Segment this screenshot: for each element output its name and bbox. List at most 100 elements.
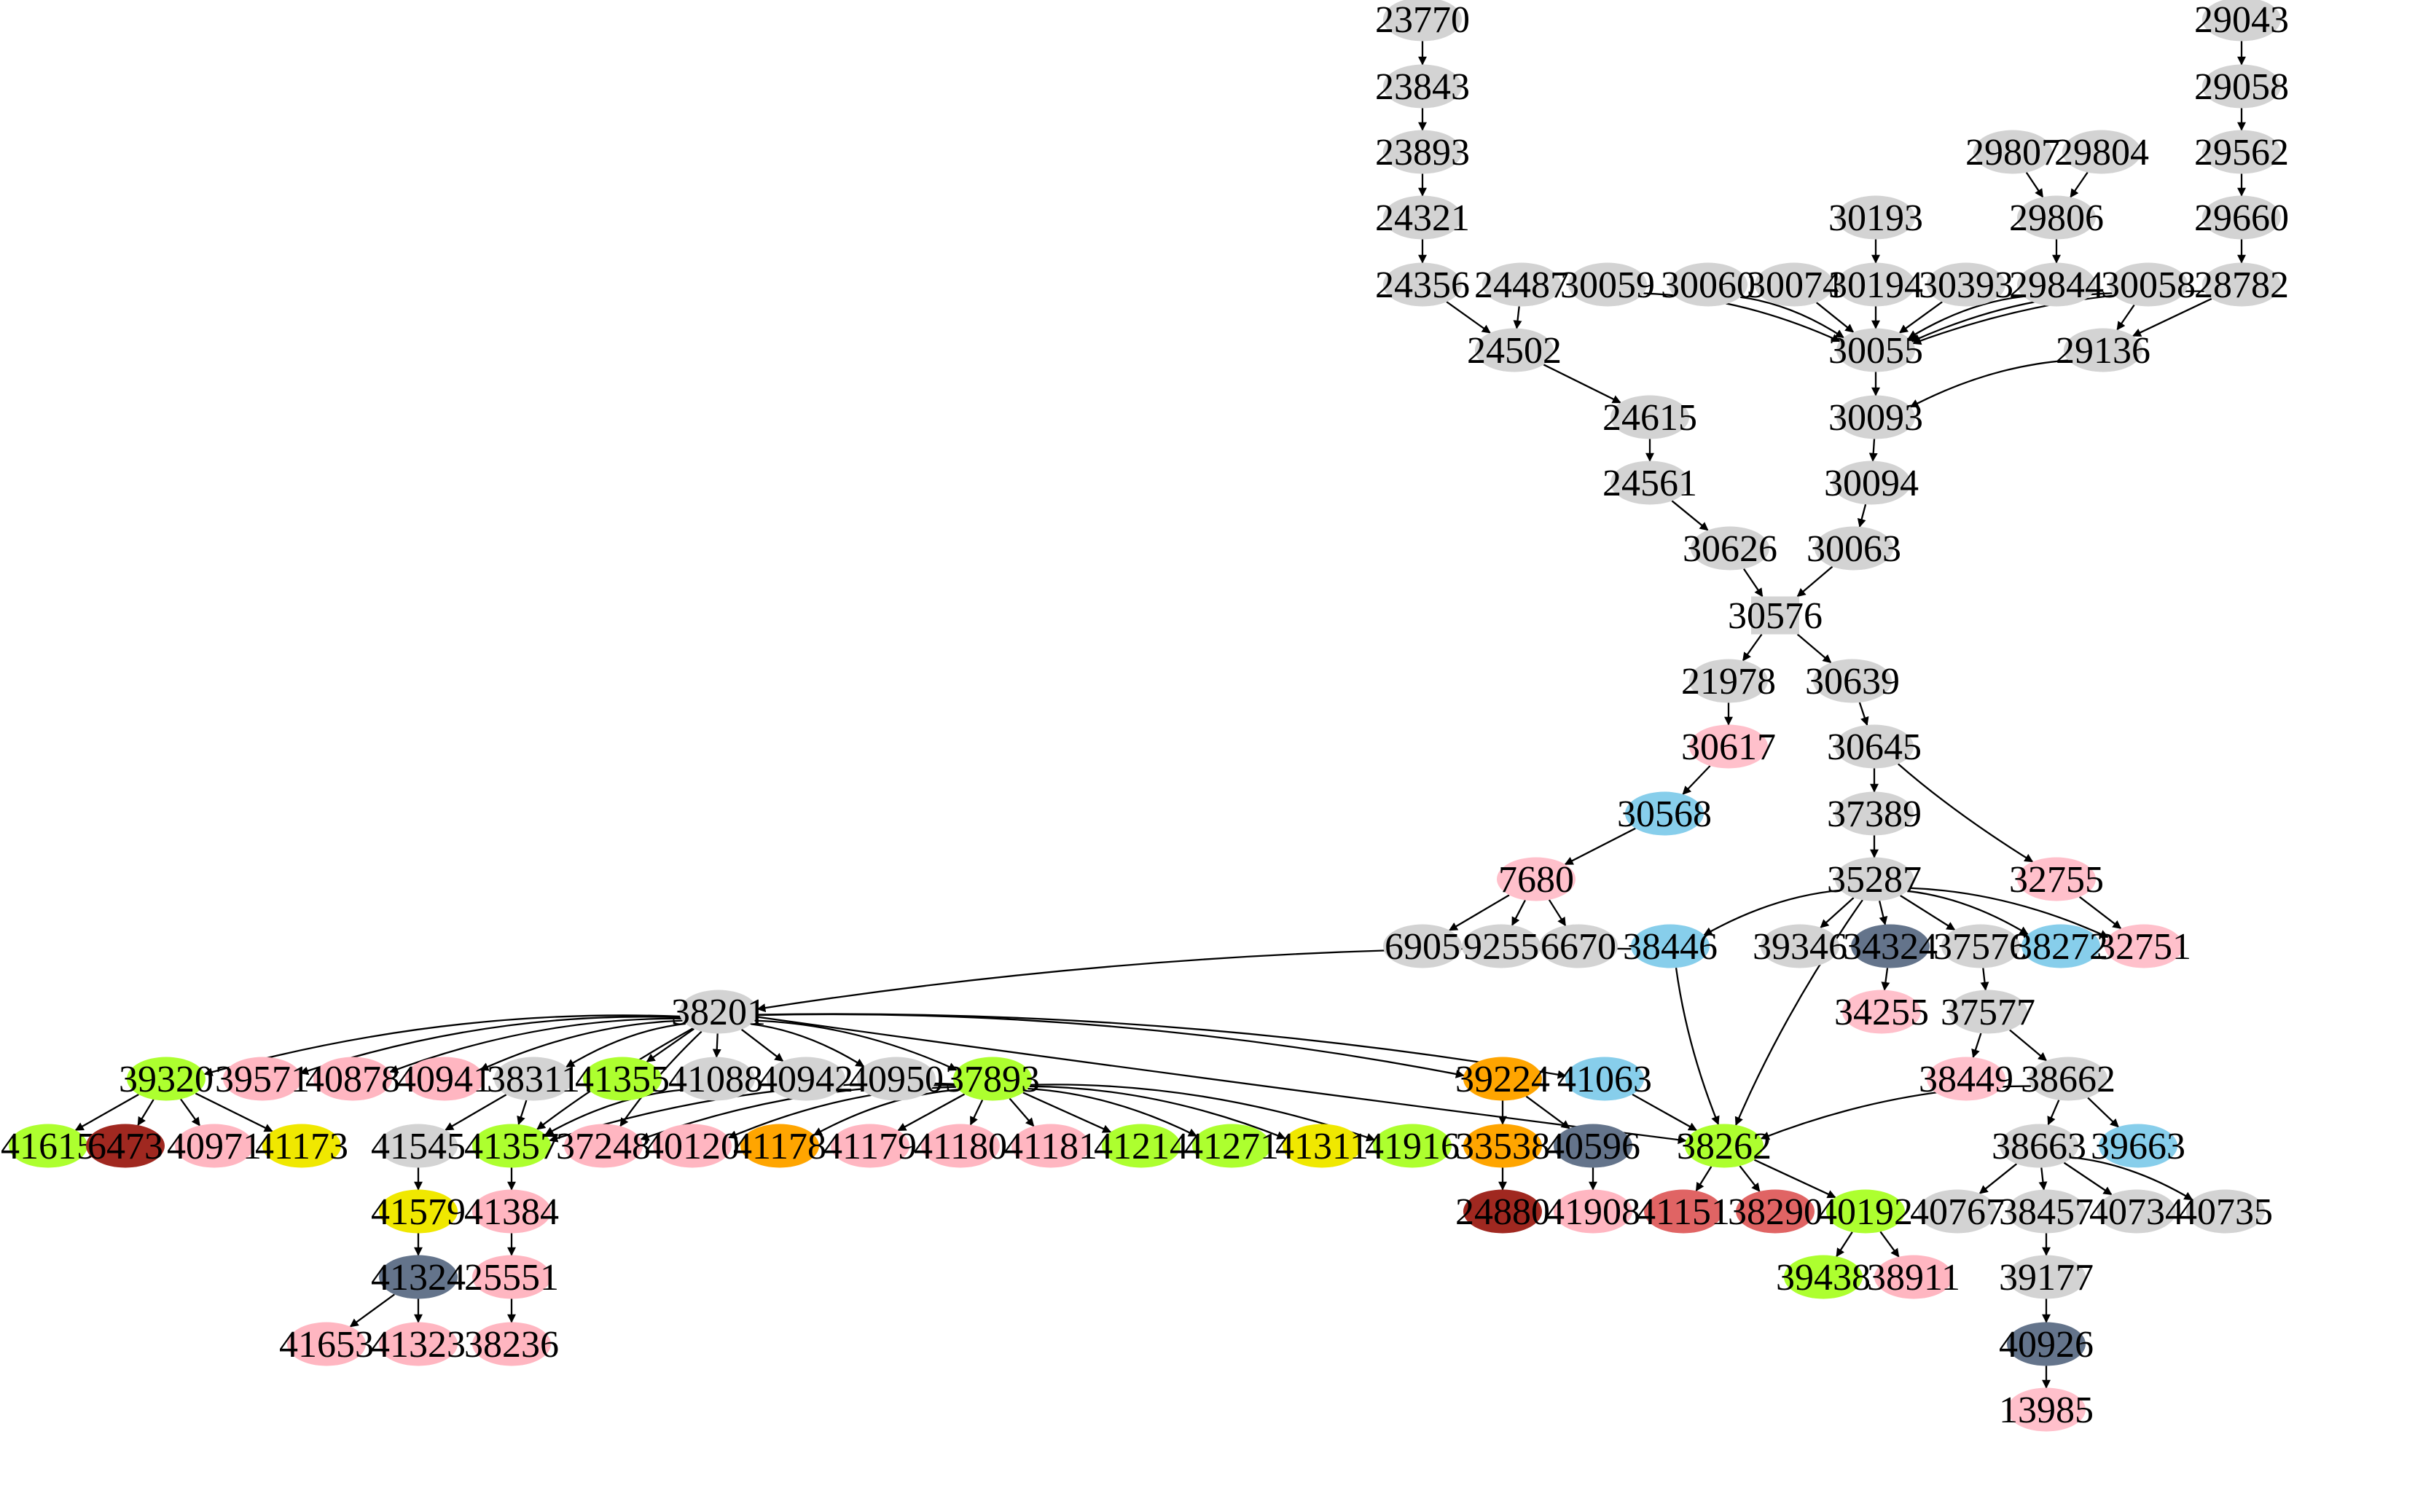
node-shape[interactable] (1755, 262, 1833, 307)
graph-node[interactable]: 41653 (279, 1322, 374, 1366)
node-shape[interactable] (379, 1189, 458, 1234)
node-shape[interactable] (2017, 262, 2096, 307)
node-shape[interactable] (1644, 1189, 1723, 1234)
node-shape[interactable] (175, 1124, 254, 1168)
graph-node[interactable]: 32755 (2009, 857, 2104, 901)
graph-node[interactable]: 6905 (1383, 924, 1462, 968)
node-shape[interactable] (1192, 1124, 1271, 1168)
graph-node[interactable]: 29043 (2194, 0, 2289, 42)
node-shape[interactable] (1813, 659, 1892, 703)
node-shape[interactable] (1874, 1255, 1953, 1299)
node-shape[interactable] (831, 1124, 909, 1168)
graph-node[interactable]: 41173 (255, 1124, 348, 1168)
graph-node[interactable]: 37248 (556, 1124, 651, 1168)
node-shape[interactable] (1949, 990, 2027, 1034)
node-shape[interactable] (472, 1322, 551, 1366)
node-shape[interactable] (2062, 130, 2141, 174)
graph-node[interactable]: 23843 (1375, 64, 1470, 109)
graph-node[interactable]: 38911 (1867, 1255, 1960, 1299)
graph-node[interactable]: 40120 (645, 1124, 740, 1168)
graph-node[interactable]: 37893 (945, 1057, 1040, 1101)
node-shape[interactable] (2007, 1189, 2086, 1234)
graph-node[interactable]: 6670 (1539, 924, 1618, 968)
node-shape[interactable] (2021, 924, 2100, 968)
node-shape[interactable] (1669, 262, 1747, 307)
graph-node[interactable]: 30393 (1919, 262, 2013, 307)
node-shape[interactable] (127, 1057, 206, 1101)
graph-node[interactable]: 40926 (1999, 1322, 2094, 1366)
node-shape[interactable] (2064, 328, 2142, 372)
node-shape[interactable] (1736, 1189, 1815, 1234)
node-shape[interactable] (1373, 1124, 1452, 1168)
graph-node[interactable]: 13985 (1999, 1387, 2094, 1432)
graph-node[interactable]: 41151 (1637, 1189, 1730, 1234)
graph-node[interactable]: 41579 (371, 1189, 466, 1234)
graph-node[interactable]: 30576 (1728, 595, 1823, 637)
graph-node[interactable]: 41088 (668, 1057, 763, 1101)
node-shape[interactable] (921, 1124, 1000, 1168)
graph-node[interactable]: 6473 (86, 1124, 165, 1168)
graph-node[interactable]: 25551 (464, 1255, 559, 1299)
graph-node[interactable]: 30058 (2101, 262, 2196, 307)
node-shape[interactable] (1102, 1124, 1181, 1168)
node-shape[interactable] (1475, 328, 1554, 372)
graph-node[interactable]: 29660 (2194, 195, 2289, 240)
graph-node[interactable]: 41384 (464, 1189, 559, 1234)
node-shape[interactable] (2029, 1057, 2107, 1101)
graph-node[interactable]: 24615 (1602, 395, 1697, 439)
graph-node[interactable]: 9255 (1462, 924, 1541, 968)
node-shape[interactable] (1610, 395, 1689, 439)
node-shape[interactable] (2007, 1322, 2086, 1366)
graph-node[interactable]: 41357 (464, 1124, 559, 1168)
node-shape[interactable] (2007, 1255, 2086, 1299)
node-shape[interactable] (1761, 924, 1839, 968)
graph-node[interactable]: 40941 (397, 1057, 492, 1101)
graph-node[interactable]: 41324 (371, 1255, 466, 1299)
graph-node[interactable]: 38262 (1677, 1124, 1772, 1168)
graph-node[interactable]: 29844 (2009, 262, 2104, 307)
graph-node[interactable]: 30059 (1560, 262, 1655, 307)
graph-node[interactable]: 40942 (759, 1057, 853, 1101)
graph-node[interactable]: 30063 (1807, 526, 1901, 571)
node-shape[interactable] (2099, 1124, 2177, 1168)
node-shape[interactable] (653, 1124, 732, 1168)
graph-node[interactable]: 41214 (1094, 1124, 1189, 1168)
graph-node[interactable]: 40735 (2178, 1189, 2273, 1234)
graph-node[interactable]: 24487 (1474, 262, 1569, 307)
graph-node[interactable]: 39224 (1455, 1057, 1550, 1101)
graph-node[interactable]: 38272 (2013, 924, 2108, 968)
node-shape[interactable] (1568, 262, 1647, 307)
graph-node[interactable]: 21978 (1681, 659, 1776, 703)
node-shape[interactable] (1842, 990, 1921, 1034)
node-shape[interactable] (86, 1124, 165, 1168)
node-shape[interactable] (1011, 1124, 1090, 1168)
graph-node[interactable]: 37389 (1827, 791, 1922, 836)
node-shape[interactable] (1539, 924, 1618, 968)
graph-node[interactable]: 39177 (1999, 1255, 2094, 1299)
node-shape[interactable] (472, 1189, 551, 1234)
graph-node[interactable]: 41181 (1004, 1124, 1097, 1168)
node-shape[interactable] (564, 1124, 643, 1168)
node-shape[interactable] (1941, 924, 2020, 968)
node-shape[interactable] (1383, 64, 1462, 109)
node-shape[interactable] (1836, 395, 1915, 439)
node-shape[interactable] (2017, 857, 2096, 901)
graph-node[interactable]: 24356 (1375, 262, 1470, 307)
graph-node[interactable]: 41916 (1365, 1124, 1460, 1168)
graph-node[interactable]: 37577 (1941, 990, 2035, 1034)
node-shape[interactable] (1565, 1057, 1644, 1101)
graph-node[interactable]: 41545 (371, 1124, 466, 1168)
graph-node[interactable]: 30055 (1828, 328, 1923, 372)
graph-node[interactable]: 40878 (305, 1057, 400, 1101)
graph-node[interactable]: 34255 (1834, 990, 1929, 1034)
graph-node[interactable]: 41180 (914, 1124, 1007, 1168)
graph-node[interactable]: 38662 (2021, 1057, 2115, 1101)
graph-node[interactable]: 40192 (1818, 1189, 1913, 1234)
graph-node[interactable]: 30194 (1828, 262, 1923, 307)
node-shape[interactable] (494, 1057, 573, 1101)
node-shape[interactable] (2202, 130, 2281, 174)
graph-node[interactable]: 30093 (1828, 395, 1923, 439)
node-shape[interactable] (287, 1322, 366, 1366)
node-shape[interactable] (1463, 1124, 1542, 1168)
node-shape[interactable] (1383, 262, 1462, 307)
